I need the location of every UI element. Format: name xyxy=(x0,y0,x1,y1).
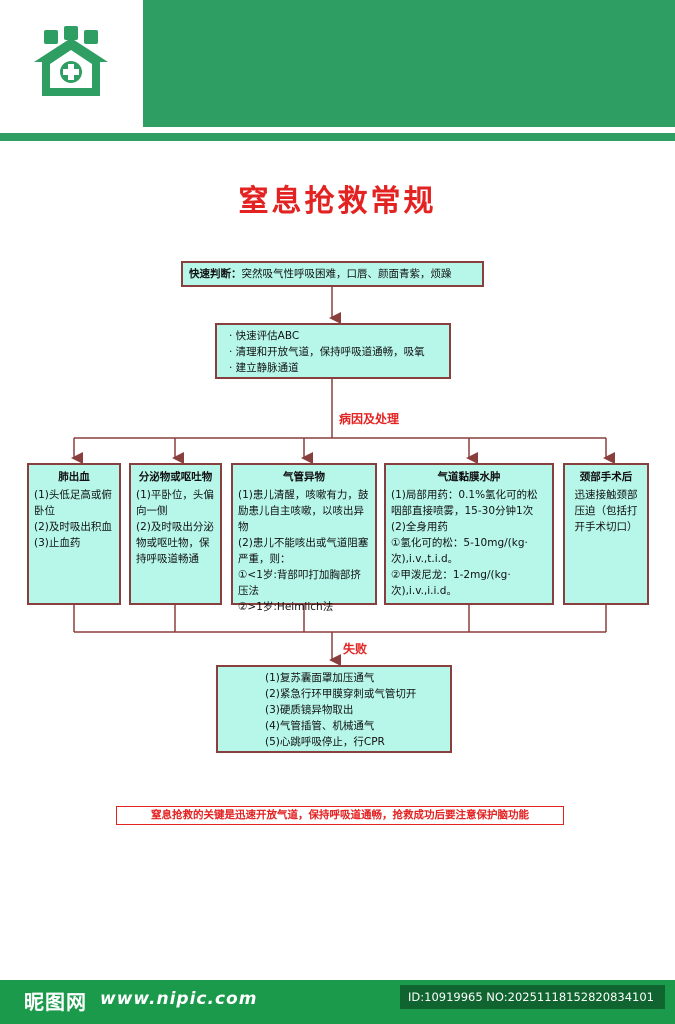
cause-line: (3)止血药 xyxy=(34,537,81,549)
footer-logo: 昵图网 xyxy=(24,990,87,1014)
fail-step: (1)复苏囊面罩加压通气 xyxy=(265,672,375,684)
cause-line: ②甲泼尼龙：1-2mg/(kg·次),i.v.,i.i.d。 xyxy=(391,569,511,597)
cause-box-mucosal-edema: 气道黏膜水肿 (1)局部用药：0.1%氢化可的松咽部直接喷雾，15-30分钟1次… xyxy=(384,463,554,605)
cause-line: (2)及时吸出积血 xyxy=(34,521,112,533)
fail-step: (2)紧急行环甲膜穿刺或气管切开 xyxy=(265,688,417,700)
cause-title: 气管异物 xyxy=(283,471,325,483)
footer-bar xyxy=(0,980,675,1024)
cause-line: ①氢化可的松：5-10mg/(kg·次),i.v.,t.i.d。 xyxy=(391,537,528,565)
cause-title: 肺出血 xyxy=(58,471,90,483)
cause-line: ①<1岁:背部叩打加胸部挤压法 xyxy=(238,569,361,597)
header-divider xyxy=(0,133,675,141)
cause-box-neck-surgery: 颈部手术后 迅速接触颈部压迫（包括打开手术切口） xyxy=(563,463,649,605)
key-note: 窒息抢救的关键是迅速开放气道，保持呼吸道通畅，抢救成功后要注意保护脑功能 xyxy=(116,806,564,825)
header-banner xyxy=(143,0,675,127)
cause-title: 分泌物或呕吐物 xyxy=(138,471,213,483)
cause-line: (2)及时吸出分泌物或呕吐物，保持呼吸道畅通 xyxy=(136,521,214,565)
cause-line: (2)全身用药 xyxy=(391,521,448,533)
first-aid-step: · 清理和开放气道，保持呼吸道通畅，吸氧 xyxy=(229,346,425,358)
fail-steps-box: (1)复苏囊面罩加压通气 (2)紧急行环甲膜穿刺或气管切开 (3)硬质镜异物取出… xyxy=(216,665,452,753)
cause-line: 迅速接触颈部压迫（包括打开手术切口） xyxy=(574,489,638,533)
fail-section-label: 失败 xyxy=(343,642,368,656)
footer-url[interactable]: www.nipic.com xyxy=(100,989,258,1009)
fail-step: (3)硬质镜异物取出 xyxy=(265,704,354,716)
first-aid-box: · 快速评估ABC · 清理和开放气道，保持呼吸道通畅，吸氧 · 建立静脉通道 xyxy=(215,323,451,379)
fail-step: (5)心跳呼吸停止，行CPR xyxy=(265,736,385,748)
cause-box-secretions: 分泌物或呕吐物 (1)平卧位，头偏向一侧 (2)及时吸出分泌物或呕吐物，保持呼吸… xyxy=(129,463,222,605)
first-aid-step: · 快速评估ABC xyxy=(229,330,300,342)
footer-id: ID:10919965 NO:20251118152820834101 xyxy=(400,985,665,1009)
cause-line: (1)患儿清醒，咳嗽有力，鼓励患儿自主咳嗽，以咳出异物 xyxy=(238,489,369,533)
cause-line: ②>1岁:Heimlich法 xyxy=(238,601,334,613)
cause-box-lung-hemorrhage: 肺出血 (1)头低足高或俯卧位 (2)及时吸出积血 (3)止血药 xyxy=(27,463,121,605)
cause-line: (1)平卧位，头偏向一侧 xyxy=(136,489,214,517)
quick-judgment-label: 快速判断： xyxy=(189,268,242,280)
cause-section-label: 病因及处理 xyxy=(339,412,400,426)
cause-title: 气道黏膜水肿 xyxy=(437,471,501,483)
fail-step: (4)气管插管、机械通气 xyxy=(265,720,375,732)
house-medical-cross-icon xyxy=(34,26,108,96)
cause-line: (1)局部用药：0.1%氢化可的松咽部直接喷雾，15-30分钟1次 xyxy=(391,489,538,517)
quick-judgment-text: 突然吸气性呼吸困难，口唇、颜面青紫，烦躁 xyxy=(241,268,452,280)
cause-line: (2)患儿不能咳出或气道阻塞严重，则： xyxy=(238,537,369,565)
cause-box-foreign-body: 气管异物 (1)患儿清醒，咳嗽有力，鼓励患儿自主咳嗽，以咳出异物 (2)患儿不能… xyxy=(231,463,377,613)
first-aid-step: · 建立静脉通道 xyxy=(229,362,299,374)
cause-title: 颈部手术后 xyxy=(579,471,633,483)
quick-judgment-box: 快速判断：突然吸气性呼吸困难，口唇、颜面青紫，烦躁 xyxy=(181,261,484,287)
cause-line: (1)头低足高或俯卧位 xyxy=(34,489,112,517)
page-title: 窒息抢救常规 xyxy=(238,184,437,219)
